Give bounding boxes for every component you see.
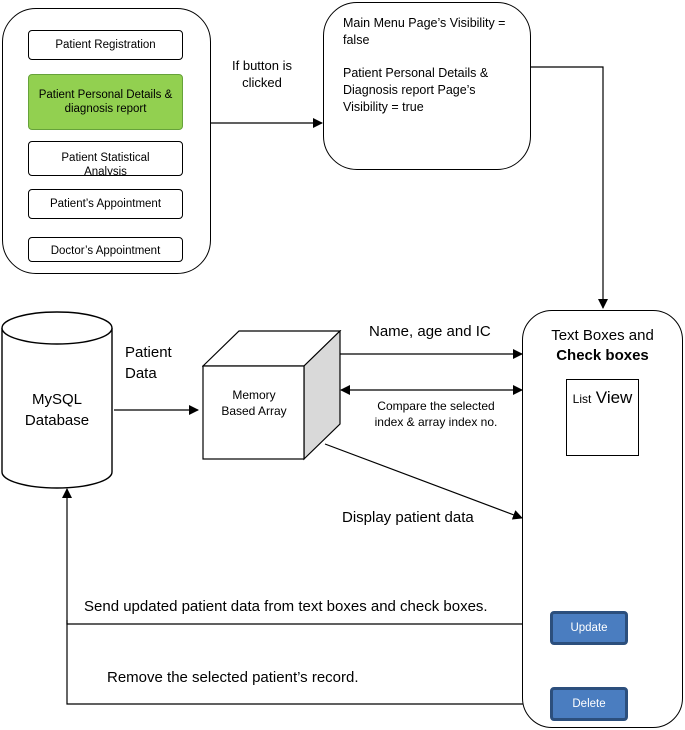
visibility-text-1: Main Menu Page’s Visibility = false — [343, 16, 506, 47]
delete-button[interactable]: Delete — [550, 687, 628, 721]
database-label: MySQL Database — [24, 391, 90, 429]
patients-appointment-button[interactable]: Patient’s Appointment — [28, 189, 183, 219]
details-panel-title: Text Boxes and — [551, 327, 654, 344]
patient-data-label: Patient Data — [125, 344, 172, 382]
memory-array-label: Memory Based Array — [221, 388, 287, 418]
details-panel — [522, 310, 683, 728]
display-patient-data-label: Display patient data — [342, 509, 474, 526]
send-updated-label: Send updated patient data from text boxe… — [84, 598, 488, 615]
name-age-ic-label: Name, age and IC — [369, 323, 491, 340]
visibility-text-2: Patient Personal Details & Diagnosis rep… — [343, 66, 489, 114]
remove-record-label: Remove the selected patient’s record. — [107, 669, 359, 686]
doctors-appointment-button[interactable]: Doctor’s Appointment — [28, 237, 183, 262]
patient-statistical-analysis-button[interactable]: Patient Statistical Analysis — [28, 141, 183, 176]
patient-registration-button[interactable]: Patient Registration — [28, 30, 183, 60]
compare-label: Compare the selected index & array index… — [374, 399, 498, 429]
patient-personal-details-button[interactable]: Patient Personal Details & diagnosis rep… — [28, 74, 183, 130]
update-button[interactable]: Update — [550, 611, 628, 645]
memory-array-cube-icon — [202, 330, 342, 461]
list-view-label-large: View — [595, 388, 633, 407]
arrow-visibility-to-panel — [503, 66, 608, 309]
details-panel-title-bold: Check boxes — [556, 347, 649, 364]
list-view[interactable]: List View — [566, 379, 639, 456]
if-clicked-label: If button is clicked — [232, 58, 292, 90]
database-cylinder-icon — [1, 311, 113, 489]
line-delete-to-db — [66, 620, 551, 705]
visibility-box — [323, 2, 531, 170]
arrow-display — [324, 443, 523, 520]
list-view-label-small: List — [572, 392, 592, 406]
